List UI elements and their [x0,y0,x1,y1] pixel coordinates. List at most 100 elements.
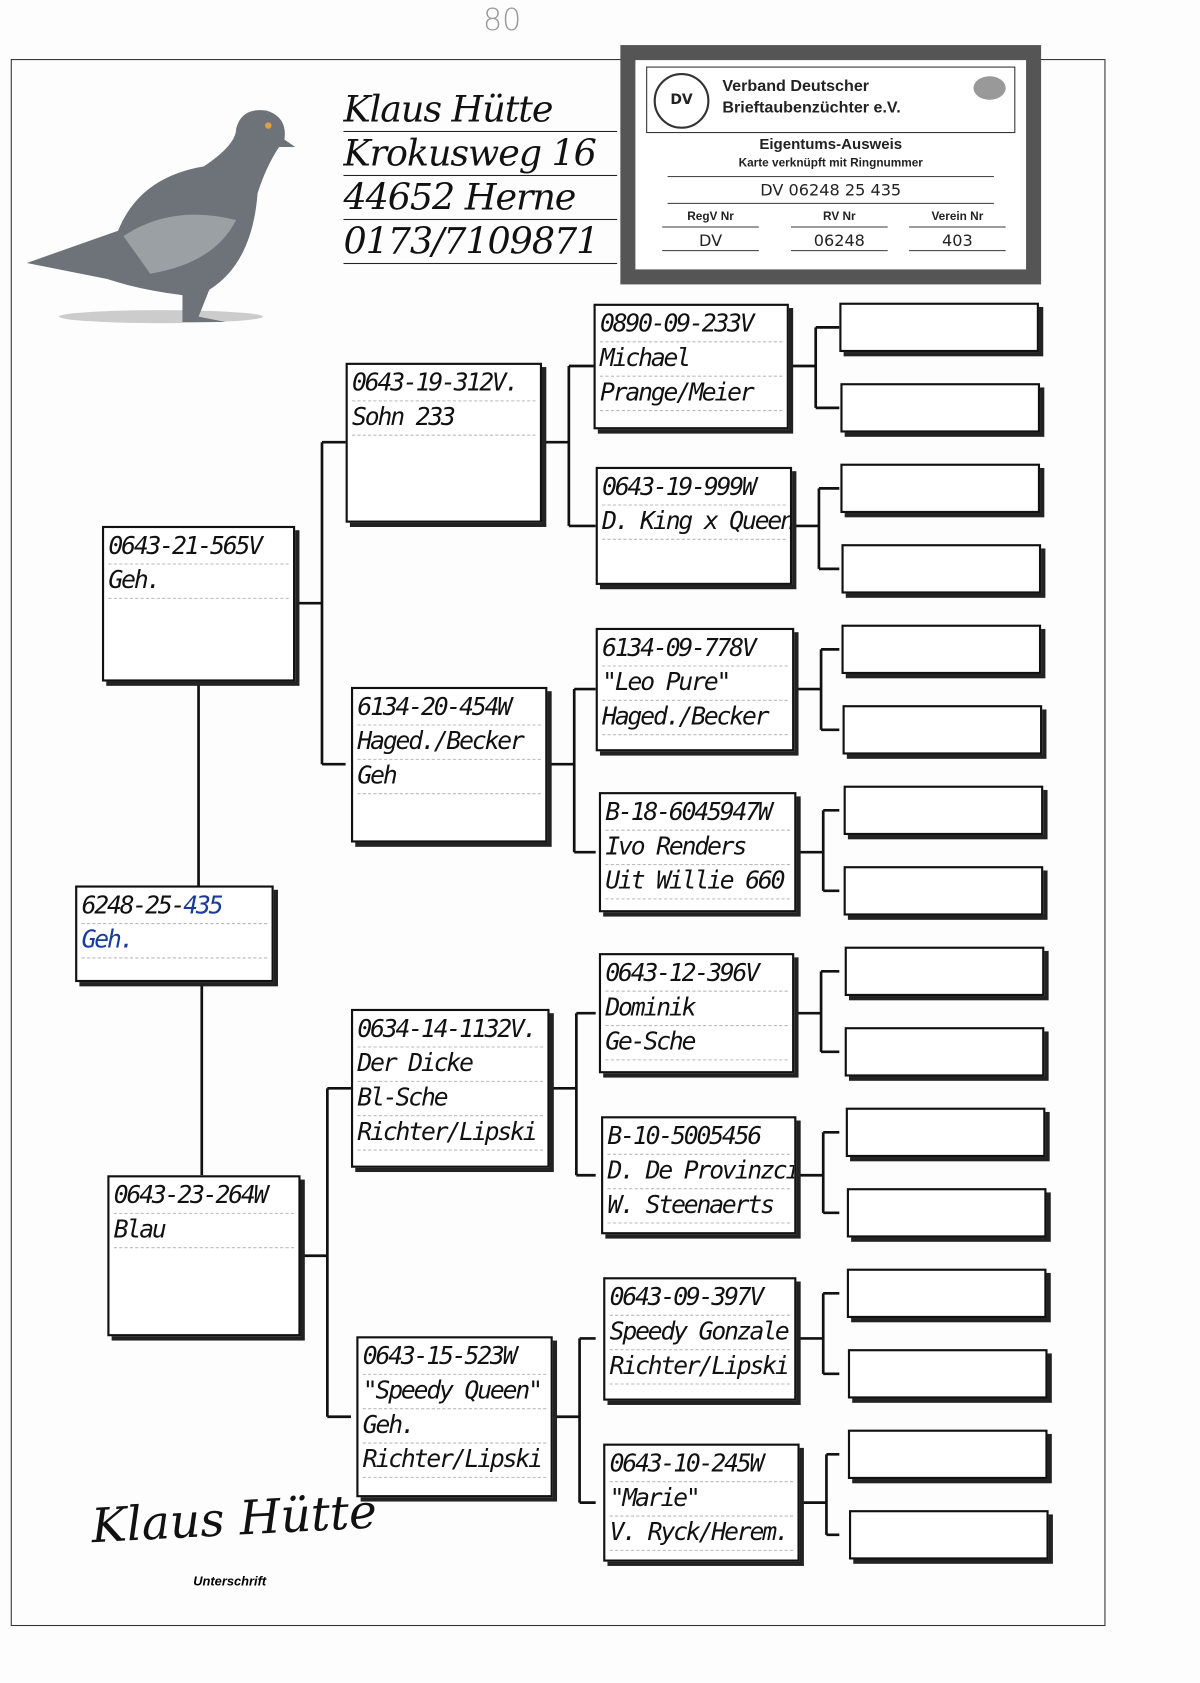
connector-line [796,1130,840,1215]
sire-color: Geh. [108,565,289,599]
pigeon-note: Ivo Renders [605,831,790,866]
card-ring-number: DV 06248 25 435 [667,176,994,204]
empty-ancestor-box [841,544,1041,594]
verein-label: Verein Nr [909,210,1006,228]
grandparent-box: 0643-15-523W "Speedy Queen" Geh. Richter… [356,1336,553,1498]
ring-number: 6134-09-778V [602,632,788,667]
pigeon-note: Prange/Meier [599,377,783,412]
empty-ancestor-box [840,463,1041,514]
great-grandparent-box: 0643-10-245W "Marie" V. Ryck/Herem. [603,1443,800,1562]
empty-ancestor-box [848,1510,1049,1560]
owner-city: 44652 Herne [343,176,618,221]
ring-number: 0643-12-396V [605,957,788,992]
association-seal-icon: DV [653,72,710,129]
rv-value: 06248 [791,228,888,252]
connector-line [547,687,596,854]
sire-box: 0643-21-565V Geh. [101,525,296,682]
ring-number: 0890-09-233V [599,308,783,343]
pigeon-note: "Speedy Queen" [362,1375,547,1410]
org-name-line2: Brieftaubenzüchter e.V. [722,98,901,117]
grandparent-box: 6134-20-454W Haged./Becker Geh [350,686,548,843]
subject-ring-prefix: 6248-25- [81,891,186,920]
ring-number: 6134-20-454W [357,691,541,726]
empty-ancestor-box [843,866,1044,916]
connector-line [197,681,204,1176]
empty-ancestor-box [846,1188,1047,1238]
owner-phone: 0173/7109871 [343,220,618,265]
great-grandparent-box: 0643-09-397V Speedy Gonzale Richter/Lips… [603,1277,797,1401]
page-frame [10,59,1106,1627]
ring-number: 0643-19-312V. [352,367,536,402]
card-subtitle: Karte verknüpft mit Ringnummer [738,156,923,170]
pigeon-note: Michael [599,342,783,377]
regv-value: DV [662,228,759,252]
dam-ring: 0643-23-264W [113,1180,295,1214]
connector-line [792,487,840,571]
card-title: Eigentums-Ausweis [759,135,903,153]
ring-number: 0643-09-397V [609,1282,790,1316]
sire-ring: 0643-21-565V [108,530,289,565]
rv-label: RV Nr [791,210,888,228]
great-grandparent-box: 6134-09-778V "Leo Pure" Haged./Becker [595,627,795,752]
empty-ancestor-box [848,1429,1048,1480]
empty-ancestor-box [847,1268,1047,1319]
signature-label: Unterschrift [193,1573,267,1589]
ring-number: 0643-19-999W [602,471,786,506]
pigeon-note: Richter/Lipski [362,1444,547,1478]
pigeon-note: Sohn 233 [352,401,536,436]
pigeon-note: Uit Willie 660 [605,865,790,900]
connector-line [799,1452,840,1537]
owner-street: Krokusweg 16 [343,132,618,177]
ring-number: 0634-14-1132V. [357,1013,544,1048]
pigeon-note: D. De Provinzcial [607,1155,794,1190]
connector-line [549,1011,596,1177]
pigeon-note: Richter/Lipski [357,1116,544,1151]
subject-pigeon-box: 6248-25-435 Geh. [75,885,274,983]
pigeon-note: "Marie" [609,1482,794,1517]
empty-ancestor-box [839,302,1039,353]
globe-icon [973,76,1006,100]
empty-ancestor-box [839,383,1040,433]
ownership-card: DV Verband Deutscher Brieftaubenzüchter … [620,45,1042,285]
connector-line [796,1291,840,1376]
connector-line [788,326,840,410]
ring-number: B-18-6045947W [605,796,790,831]
regv-label: RegV Nr [662,210,759,228]
empty-ancestor-box [844,946,1045,997]
pigeon-note: V. Ryck/Herem. [609,1517,794,1551]
connector-line [295,440,346,766]
grandparent-box: 0634-14-1132V. Der Dicke Bl-Sche Richter… [350,1008,550,1168]
pigeon-note: D. King x Queen [602,506,790,540]
pigeon-image [26,110,296,324]
owner-info: Klaus Hütte Krokusweg 16 44652 Herne 017… [343,88,618,265]
connector-line [552,1337,596,1504]
pigeon-note: Der Dicke [357,1048,544,1082]
page-number: 80 [482,2,522,38]
empty-ancestor-box [845,1027,1045,1077]
pigeon-note: Geh. [362,1409,547,1444]
ring-number: 0643-10-245W [609,1448,794,1483]
pigeon-note: Geh [357,760,541,795]
grandparent-box: 0643-19-312V. Sohn 233 [345,362,543,523]
ring-number: 0643-15-523W [362,1341,547,1375]
empty-ancestor-box [842,705,1043,755]
empty-ancestor-box [845,1107,1046,1158]
ring-number: B-10-5005456 [607,1121,790,1155]
connector-line [542,364,596,528]
connector-line [796,808,840,893]
empty-ancestor-box [843,785,1043,836]
pigeon-note: "Leo Pure" [602,667,788,701]
pigeon-note: Haged./Becker [602,701,788,736]
pigeon-note: Ge-Sche [605,1026,788,1061]
verein-value: 403 [909,228,1006,252]
pigeon-note: Speedy Gonzale [609,1316,790,1351]
org-name-line1: Verband Deutscher [722,77,870,96]
connector-line [794,969,840,1054]
pigeon-note: Dominik [605,992,788,1027]
pigeon-note: Haged./Becker [357,726,541,760]
great-grandparent-box: B-18-6045947W Ivo Renders Uit Willie 660 [598,792,797,913]
great-grandparent-box: 0643-19-999W D. King x Queen [595,466,793,585]
owner-name: Klaus Hütte [343,88,618,133]
